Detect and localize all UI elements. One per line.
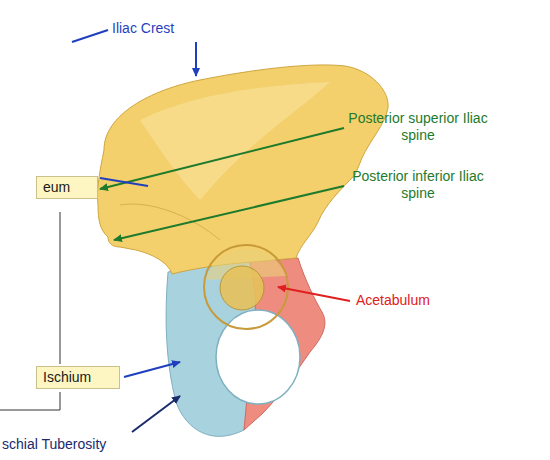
anatomy-label: Posterior inferior Iliac spine xyxy=(348,168,488,202)
anatomy-label: Acetabulum xyxy=(356,292,430,309)
anatomy-label: Posterior superior Iliac spine xyxy=(348,110,488,144)
part-label-box: Ischium xyxy=(36,366,120,389)
part-name: eum xyxy=(43,179,91,196)
part-label-box: eum xyxy=(36,176,98,199)
anatomy-label: Iliac Crest xyxy=(112,20,174,37)
anatomy-label: schial Tuberosity xyxy=(2,436,106,453)
part-name: Ischium xyxy=(43,369,113,386)
